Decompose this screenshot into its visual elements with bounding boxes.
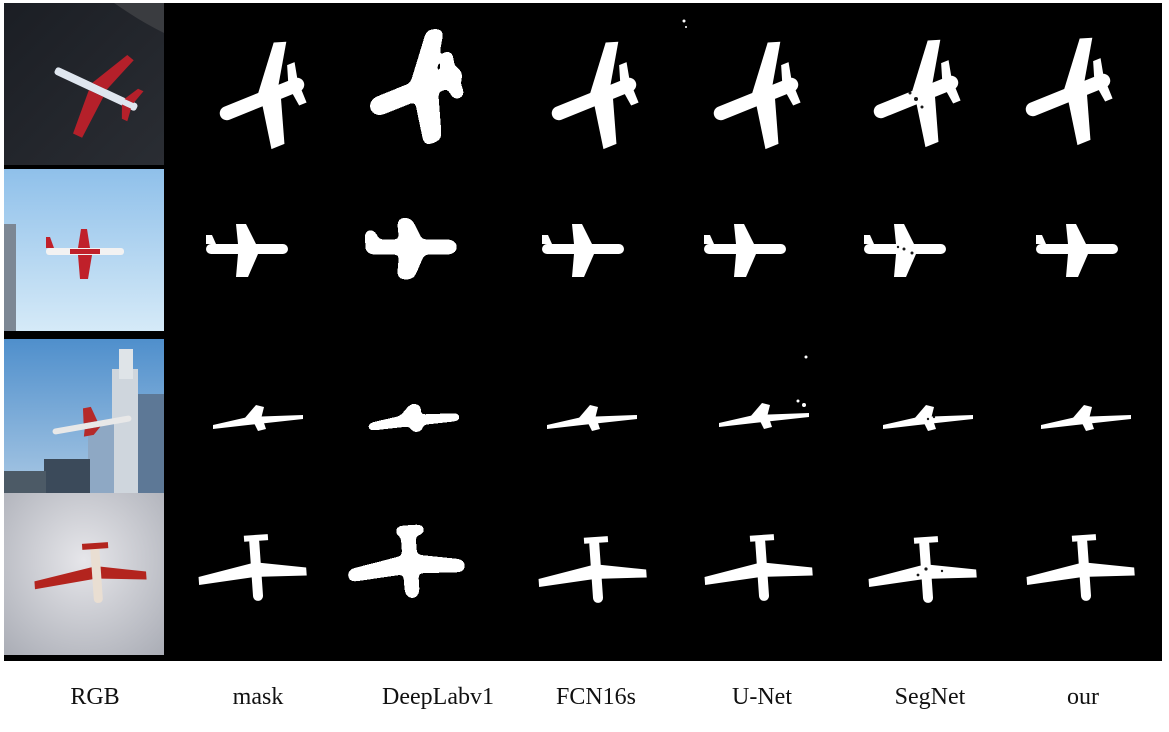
rgb-column bbox=[4, 3, 164, 661]
label-segnet: SegNet bbox=[894, 684, 966, 710]
rgb-image-row-4 bbox=[4, 493, 164, 655]
column-labels: RGB mask DeepLabv1 FCN16s U-Net SegNet o… bbox=[0, 684, 1169, 720]
rgb-image-row-2 bbox=[4, 169, 164, 331]
rgb-image-row-3 bbox=[4, 339, 164, 501]
label-mask: mask bbox=[232, 684, 284, 710]
mask-grid-specks bbox=[682, 19, 808, 407]
comparison-figure bbox=[4, 3, 1162, 661]
label-unet: U-Net bbox=[732, 684, 792, 710]
mask-grid-planes bbox=[195, 26, 1137, 607]
label-deeplabv1: DeepLabv1 bbox=[382, 684, 494, 710]
mask-grid-noise bbox=[896, 91, 944, 577]
rgb-image-row-1 bbox=[4, 3, 164, 165]
mask-grid bbox=[195, 19, 1137, 607]
label-our: our bbox=[1067, 684, 1099, 710]
label-fcn16s: FCN16s bbox=[555, 684, 637, 710]
label-rgb: RGB bbox=[70, 684, 120, 710]
segmentation-masks bbox=[164, 3, 1162, 661]
